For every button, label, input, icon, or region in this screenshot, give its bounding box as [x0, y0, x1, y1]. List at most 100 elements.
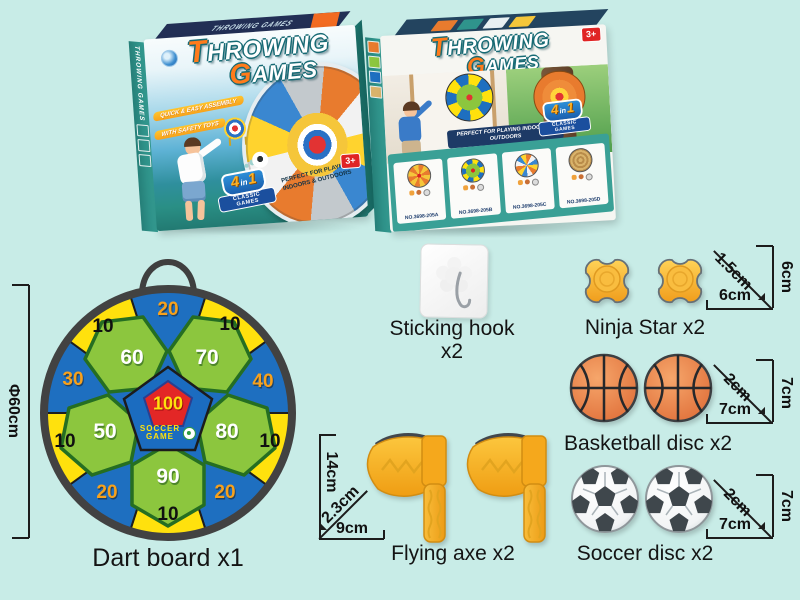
- top-thumbnail: [430, 19, 459, 32]
- top-thumbnail: [456, 18, 485, 31]
- logo-line1: SOCCER: [139, 424, 181, 433]
- sector-number: 40: [252, 371, 274, 392]
- dimension-line: [772, 246, 774, 308]
- board-rim: [40, 285, 296, 541]
- sector-number: 80: [215, 420, 239, 443]
- spine-thumbnail: [368, 70, 382, 84]
- logo-line2: GAME: [145, 432, 174, 441]
- soccer-seams: [582, 472, 628, 516]
- sector-number: 60: [120, 346, 144, 369]
- age-badge: 3+: [580, 26, 602, 43]
- spine-title: THROWING GAMES: [132, 45, 146, 122]
- spine-thumbnail: [138, 153, 152, 167]
- dimension-label: 7cm: [718, 516, 752, 533]
- dart-board-graphic: [40, 259, 296, 541]
- spine-thumbnail: [368, 55, 381, 69]
- variant-items: [463, 183, 485, 192]
- ninja-star: [657, 258, 703, 304]
- sector-number: 30: [62, 369, 84, 390]
- sector-number: 10: [219, 314, 241, 335]
- dart-board: 20 10 10 30 40 10 10 20 20 10 60 70 50 8…: [26, 246, 306, 546]
- sector-number: 90: [156, 465, 180, 488]
- variant-card: NO.3698-205C: [501, 147, 555, 214]
- badge-1: 1: [246, 169, 258, 189]
- ninja-star: [584, 258, 630, 304]
- sector-number: 50: [93, 420, 117, 443]
- sector-number: 70: [195, 346, 219, 369]
- sticking-hook-qty: x2: [440, 340, 464, 363]
- sector-number: 10: [157, 504, 179, 525]
- dimension-line: [28, 285, 30, 538]
- box-back: THROWING GAMES 3+: [365, 9, 616, 233]
- spine-thumbnail: [369, 85, 383, 99]
- dimension-line: [772, 360, 774, 422]
- box-front-panel: THROWING GAMES QUICK & EASY ASSEMBLY WIT…: [143, 24, 369, 232]
- dimension-label: 7cm: [778, 376, 795, 410]
- variant-model-no: NO.3698-205C: [512, 201, 547, 211]
- dimension-label: 6cm: [718, 287, 752, 304]
- sector-number: 10: [259, 431, 281, 452]
- boy-pants: [181, 180, 206, 203]
- dimension-label: 9cm: [335, 520, 369, 537]
- variant-board-art: [460, 156, 486, 184]
- dimension-label: 6cm: [778, 260, 795, 294]
- flying-axe: [366, 433, 447, 543]
- soccer-pattern: [572, 466, 638, 532]
- variant-model-no: NO.3698-205D: [566, 195, 601, 206]
- basketball-disc: [569, 353, 639, 423]
- variant-items: [517, 177, 539, 187]
- dimension-line: [706, 422, 773, 424]
- dimension-label-diameter: Φ60cm: [5, 383, 22, 439]
- top-thumbnail: [482, 17, 511, 29]
- dimension-line: [706, 308, 773, 310]
- dimension-line: [772, 475, 774, 537]
- variant-board-art: [568, 146, 594, 173]
- variant-card: NO.3698-205D: [555, 142, 609, 208]
- sector-number: 10: [54, 431, 76, 452]
- spine-thumbnail: [137, 138, 151, 152]
- spine-thumbnail: [367, 40, 380, 54]
- hanging-strap: [139, 259, 197, 293]
- soccer-ball-icon: [183, 426, 197, 440]
- variant-card: NO.3698-205B: [447, 152, 501, 219]
- sector-number: 10: [92, 316, 114, 337]
- dimension-label: 7cm: [778, 489, 795, 523]
- soccer-disc-label: Soccer disc x2: [576, 542, 714, 565]
- bullseye-number: 100: [152, 393, 184, 414]
- dimension-line: [319, 435, 321, 538]
- ninja-star-label: Ninja Star x2: [584, 316, 706, 339]
- sticking-hook: [419, 243, 489, 319]
- variant-items: [571, 172, 593, 182]
- box-front: THROWING GAMES THROWING GAMES THROWING G…: [128, 11, 375, 233]
- badge-1: 1: [565, 100, 575, 117]
- spine-thumbnail: [136, 123, 150, 137]
- variant-items: [409, 188, 431, 197]
- boy-shirt: [398, 116, 422, 144]
- dimension-tick: [706, 300, 708, 309]
- variant-model-no: NO.3698-205B: [458, 206, 493, 216]
- boy-leg: [197, 199, 205, 221]
- dimension-tick: [756, 474, 773, 476]
- dimension-tick: [756, 245, 773, 247]
- sector-number: 20: [157, 299, 179, 320]
- soccer-disc: [571, 465, 639, 533]
- variant-board-art: [405, 162, 432, 189]
- sticking-hook-label: Sticking hook: [389, 317, 515, 340]
- badge-4in1: 4in1 CLASSIC GAMES: [536, 97, 592, 137]
- hook-metal: [455, 271, 472, 309]
- soccer-disc: [645, 465, 713, 533]
- bullseye-pentagon: [142, 379, 194, 427]
- box-back-panel: THROWING GAMES 3+: [380, 24, 616, 232]
- boy-leg: [184, 200, 194, 222]
- top-thumbnail: [508, 15, 537, 28]
- dimension-label: 7cm: [718, 401, 752, 418]
- basketball-disc-label: Basketball disc x2: [563, 432, 733, 455]
- dimension-tick: [383, 530, 385, 539]
- dimension-tick: [756, 359, 773, 361]
- dimension-tick: [706, 529, 708, 538]
- dimension-tick: [319, 434, 336, 436]
- variant-board-art: [514, 151, 540, 178]
